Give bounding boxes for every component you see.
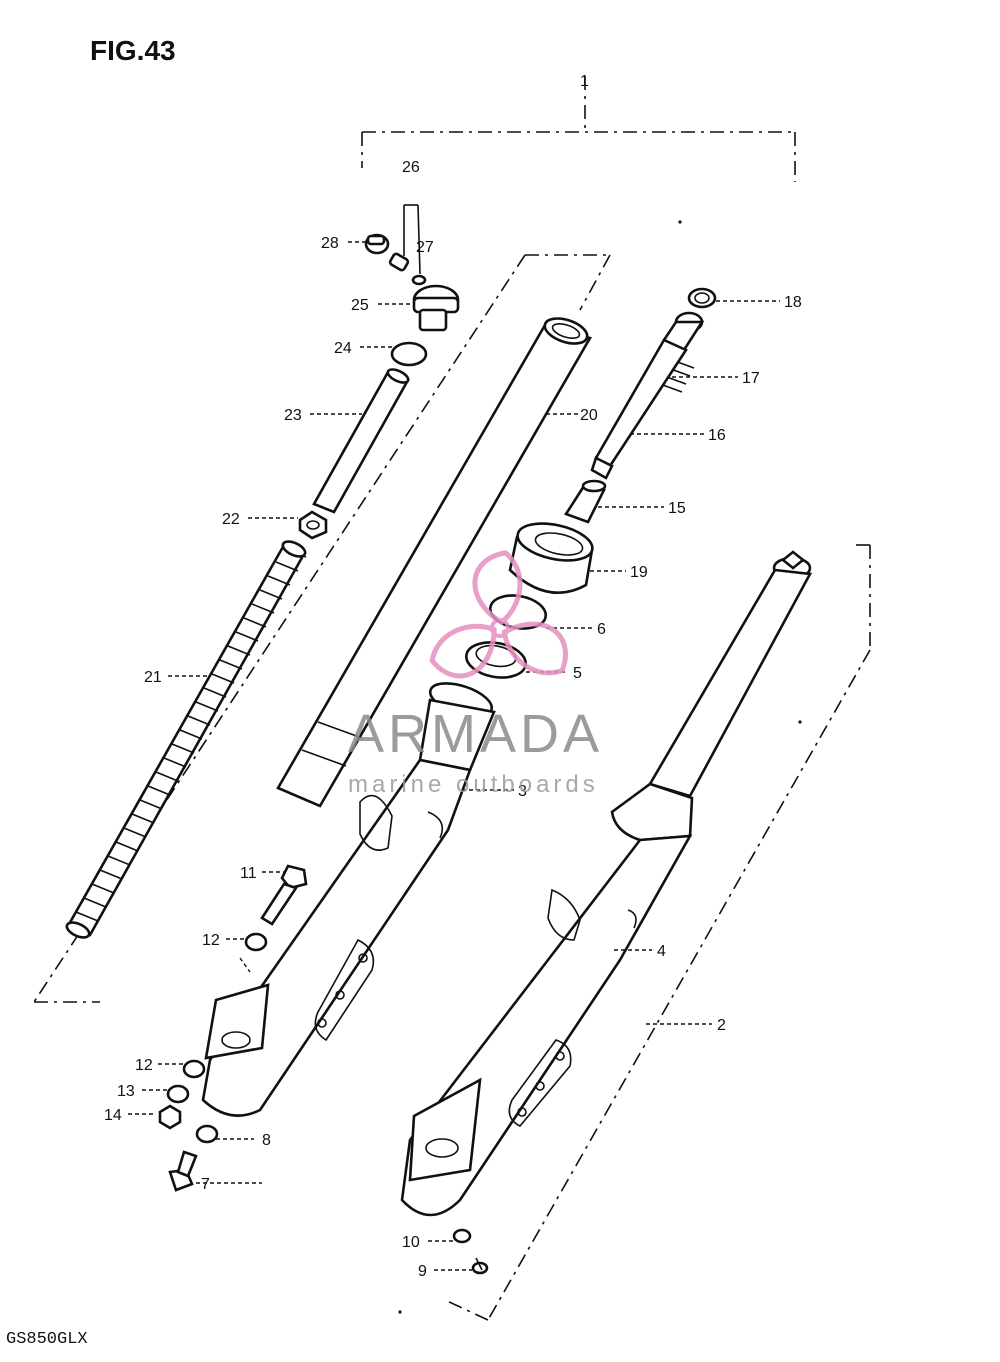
callout-19: 19 [630,564,648,581]
fork-cap-bolt [412,284,460,332]
callout-1: 1 [580,73,589,90]
spacer-tube [312,368,410,514]
callout-8: 8 [262,1132,271,1149]
drain-bolt-7 [168,1150,198,1192]
air-valve-cap [364,233,390,255]
callout-18: 18 [784,294,802,311]
propeller-blade [429,623,497,679]
washer-12-bottom [182,1059,206,1079]
left-fork-group-outline [33,254,611,1003]
callout-14: 14 [104,1107,122,1124]
propeller-blade [501,621,568,676]
callout-17: 17 [742,370,760,387]
propeller-blade [472,550,523,626]
watermark: ARMADA marine outboards [348,550,603,798]
callout-24: 24 [334,340,352,357]
right-fork-group-outline [444,544,871,1321]
watermark-tagline: marine outboards [348,771,599,798]
propeller-hub [490,618,510,638]
left-outer-tube [201,682,496,1117]
axle-clamp-bolt [260,864,308,926]
stray-dot [678,220,682,224]
spring-seat-washer [298,510,328,540]
damper-rod [590,311,705,480]
callout-16: 16 [708,427,726,444]
washer-12-top [244,932,268,952]
stray-dot [398,1310,402,1314]
model-code: GS850GLX [6,1330,88,1349]
callout-13: 13 [117,1083,135,1100]
callout-3: 3 [518,783,527,800]
inner-tube [276,317,592,808]
callout-4: 4 [657,943,666,960]
callout-20: 20 [580,407,598,424]
callout-labels: 1 26 27 28 25 24 23 22 21 20 18 17 16 15… [104,73,802,1280]
watermark-brand: ARMADA [348,704,603,764]
callout-9: 9 [418,1263,427,1280]
callout-23: 23 [284,407,302,424]
stray-dot [798,720,802,724]
callout-25: 25 [351,297,369,314]
air-valve [388,252,410,272]
o-ring-small [411,274,427,286]
oil-lock-piece [564,479,607,524]
callout-28: 28 [321,235,339,252]
callout-21: 21 [144,669,162,686]
dust-seal [508,522,594,594]
propeller-logo [429,550,568,679]
callout-6: 6 [597,621,606,638]
callout-15: 15 [668,500,686,517]
callout-2: 2 [717,1017,726,1034]
callout-10: 10 [402,1234,420,1251]
callout-11: 11 [240,865,257,882]
figure-title: FIG.43 [90,35,176,66]
gasket-10 [452,1228,472,1244]
rebound-spring-cap [687,287,717,309]
callout-5: 5 [573,665,582,682]
callout-27: 27 [416,239,434,256]
callout-12-top: 12 [202,932,220,949]
assembly-bracket [361,76,796,182]
lock-washer-13 [166,1084,190,1104]
gasket-8 [195,1124,219,1144]
o-ring [390,341,428,367]
right-fork-assembly [400,550,813,1217]
drain-screw-9 [471,1257,489,1275]
nut-14 [158,1104,182,1130]
callout-12-bottom: 12 [135,1057,153,1074]
callout-7: 7 [201,1176,210,1193]
fork-spring [65,540,307,939]
bracket-26 [403,204,421,275]
callout-26: 26 [402,159,420,176]
callout-22: 22 [222,511,240,528]
